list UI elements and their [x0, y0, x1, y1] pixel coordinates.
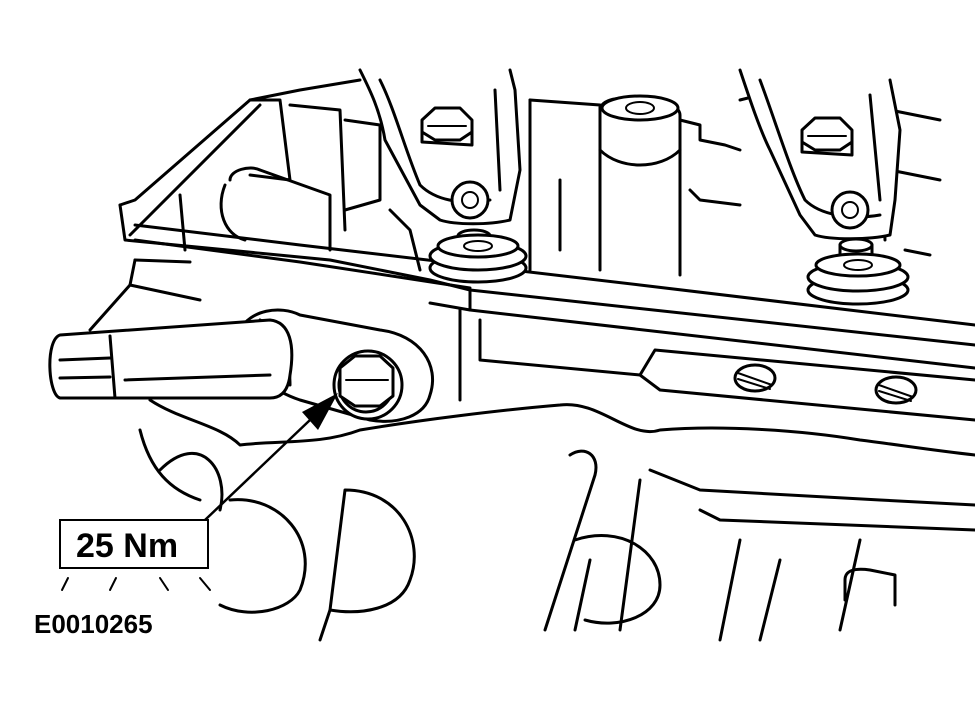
shaft-end: [48, 318, 294, 400]
upper-housing: [88, 78, 975, 422]
main-bolt: [332, 349, 404, 421]
break-marks: [61, 577, 211, 591]
torque-value-label: 25 Nm: [76, 527, 178, 565]
interior-features: [178, 83, 942, 277]
figure-id-label: E0010265: [34, 609, 153, 639]
torque-arrow: [204, 393, 338, 521]
lower-housing: [138, 398, 975, 642]
right-rocker-assembly: [738, 68, 910, 306]
torque-callout: 25 Nm: [59, 519, 209, 569]
rail-screws: [733, 363, 918, 405]
left-rocker-assembly: [358, 68, 528, 284]
